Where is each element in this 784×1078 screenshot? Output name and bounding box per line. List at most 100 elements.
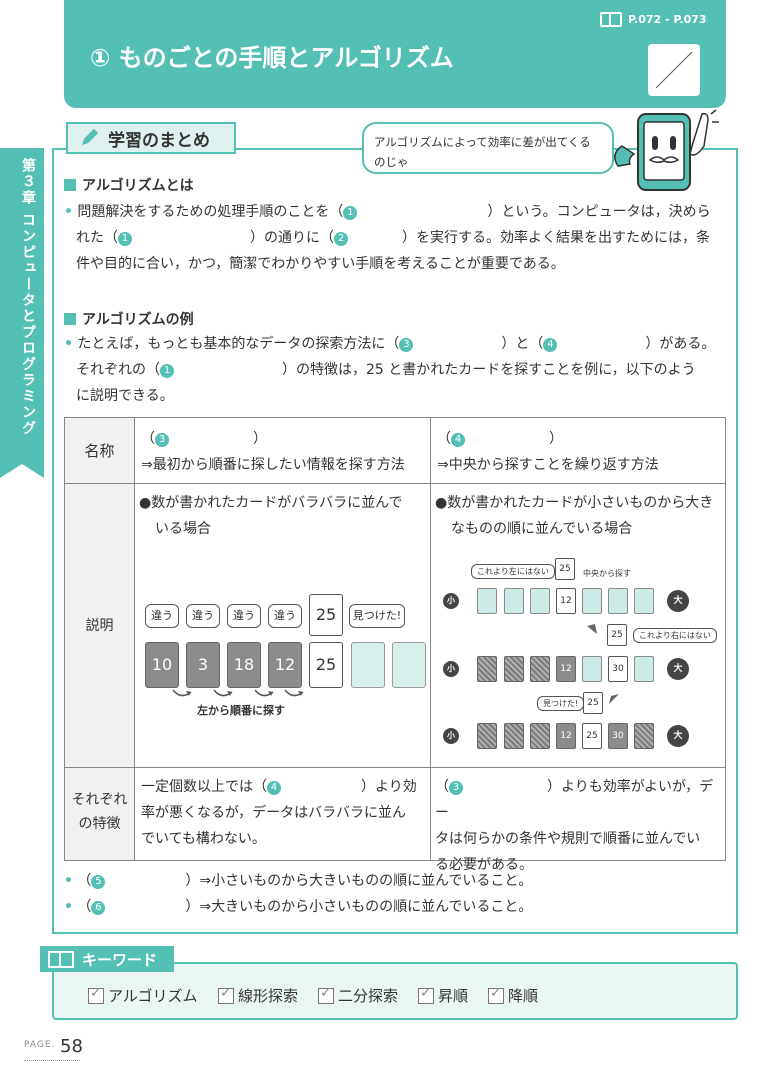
keyword-tab-label: キーワード	[82, 950, 158, 969]
card: 12	[556, 656, 576, 682]
hidden-card	[351, 642, 385, 688]
card-found: 25	[582, 723, 602, 749]
no-bubble: 違う	[145, 604, 179, 628]
number-3-icon: 3	[449, 781, 463, 795]
linear-features-cell: 一定個数以上では（4）より効 率が悪くなるが，データはバラバラに並ん でいても構…	[135, 768, 431, 860]
checkbox-icon[interactable]	[218, 985, 234, 1004]
linear-explanation-cell: ●数が書かれたカードがバラバラに並んで いる場合	[135, 484, 431, 768]
card	[634, 588, 654, 614]
section1-line3: 件や目的に合い，かつ，簡潔でわかりやすい手順を考えることが重要である。	[76, 256, 565, 272]
chapter-side-tab: 第３章 コンピュータとプログラミング	[0, 148, 44, 478]
checkmark-box[interactable]	[648, 44, 700, 96]
small-marker: 小	[443, 593, 459, 609]
no-bubble: 違う	[268, 604, 302, 628]
binary-explanation-cell: ●数が書かれたカードが小さいものから大き なものの順に並んでいる場合	[431, 484, 725, 768]
bullet-ascending: • （5）⇒小さいものから大きいものの順に並んでいること。	[64, 873, 533, 889]
page-number: 58	[60, 1036, 83, 1057]
section1-body: • 問題解決をするための処理手順のことを（1）という。コンピュータは，決めら れ…	[64, 199, 732, 277]
footer-divider	[24, 1060, 80, 1061]
number-1-icon: 1	[160, 364, 174, 378]
large-marker: 大	[667, 590, 689, 612]
small-marker: 小	[443, 728, 459, 744]
checkbox-icon[interactable]	[488, 985, 504, 1004]
section1-line2: れた（1）の通りに（2）を実行する。効率よく結果を出すためには，条	[76, 230, 710, 246]
section1-line1: • 問題解決をするための処理手順のことを（1）という。コンピュータは，決めら	[64, 204, 711, 220]
number-5-icon: 5	[91, 875, 106, 889]
binary-name-desc: ⇒中央から探すことを繰り返す方法	[437, 457, 659, 473]
card	[504, 656, 524, 682]
no-bubble: 違う	[186, 604, 220, 628]
target-card: 25	[607, 624, 627, 646]
card: 12	[556, 723, 576, 749]
card	[530, 656, 550, 682]
right-note-tag: これより右にはない	[633, 628, 717, 643]
binary-name-cell: （4） ⇒中央から探すことを繰り返す方法	[431, 418, 725, 484]
section-heading-text: アルゴリズムとは	[82, 178, 194, 194]
tablet-mascot-icon	[614, 109, 719, 191]
keyword-item[interactable]: 線形探索	[218, 985, 298, 1006]
row-label-name: 名称	[65, 418, 135, 484]
linear-name-cell: （3） ⇒最初から順番に探したい情報を探す方法	[135, 418, 431, 484]
keyword-item[interactable]: 昇順	[418, 985, 468, 1006]
target-card: 25	[309, 594, 343, 636]
card	[634, 656, 654, 682]
card	[477, 588, 497, 614]
square-icon	[64, 313, 76, 325]
found-tag: 見つけた!	[537, 696, 585, 711]
linear-name-desc: ⇒最初から順番に探したい情報を探す方法	[141, 457, 405, 473]
pencil-icon	[81, 128, 99, 146]
arrows-icon	[172, 689, 304, 697]
keyword-item[interactable]: 二分探索	[318, 985, 398, 1006]
no-bubble: 違う	[227, 604, 261, 628]
page-reference-text: P.072 - P.073	[628, 13, 707, 26]
card	[582, 588, 602, 614]
comparison-table: 名称 （3） ⇒最初から順番に探したい情報を探す方法 （4） ⇒中央から探すこと…	[64, 417, 726, 873]
card	[582, 656, 602, 682]
section-heading-algorithm: アルゴリズムとは	[64, 175, 194, 195]
keyword-item[interactable]: 降順	[488, 985, 538, 1006]
linear-caption: 左から順番に探す	[197, 704, 285, 717]
card	[504, 723, 524, 749]
checkbox-icon[interactable]	[418, 985, 434, 1004]
card: 18	[227, 642, 261, 688]
card	[634, 723, 654, 749]
book-icon	[48, 950, 74, 968]
page-reference: P.072 - P.073	[600, 12, 707, 27]
keyword-tab: キーワード	[40, 946, 174, 972]
checkbox-icon[interactable]	[88, 985, 104, 1004]
section2-body: • たとえば，もっとも基本的なデータの探索方法に（3）と（4）がある。 それぞれ…	[64, 331, 732, 409]
number-4-icon: 4	[451, 433, 465, 447]
summary-tab-label: 学習のまとめ	[108, 130, 210, 151]
number-1-icon: 1	[343, 206, 358, 220]
card-found: 25	[309, 642, 343, 688]
target-card: 25	[583, 692, 603, 714]
book-icon	[600, 12, 622, 27]
card: 30	[608, 723, 628, 749]
keyword-item[interactable]: アルゴリズム	[88, 985, 198, 1006]
checkbox-icon[interactable]	[318, 985, 334, 1004]
hidden-card	[392, 642, 426, 688]
target-card: 25	[555, 558, 575, 580]
arrow-icon	[587, 624, 597, 634]
large-marker: 大	[667, 725, 689, 747]
large-marker: 大	[667, 658, 689, 680]
number-1-icon: 1	[118, 232, 132, 246]
small-marker: 小	[443, 661, 459, 677]
card	[504, 588, 524, 614]
number-6-icon: 6	[91, 901, 106, 915]
card	[530, 588, 550, 614]
row-label-explanation: 説明	[65, 484, 135, 768]
card	[477, 656, 497, 682]
number-3-icon: 3	[155, 433, 169, 447]
chapter-header	[64, 0, 726, 108]
card-mid: 12	[556, 588, 576, 614]
speech-bubble: アルゴリズムによって効率に差が出てくるのじゃ	[362, 122, 614, 174]
section2-line2: それぞれの（1）の特徴は，25 と書かれたカードを探すことを例に，以下のよう	[76, 362, 696, 378]
left-note-tag: これより左にはない	[471, 564, 555, 579]
row-label-features: それぞれ の特徴	[65, 768, 135, 860]
mid-note: 中央から探す	[583, 569, 631, 578]
section-heading-examples: アルゴリズムの例	[64, 309, 194, 329]
section2-line3: に説明できる。	[76, 388, 174, 404]
number-2-icon: 2	[334, 232, 348, 246]
card: 10	[145, 642, 179, 688]
